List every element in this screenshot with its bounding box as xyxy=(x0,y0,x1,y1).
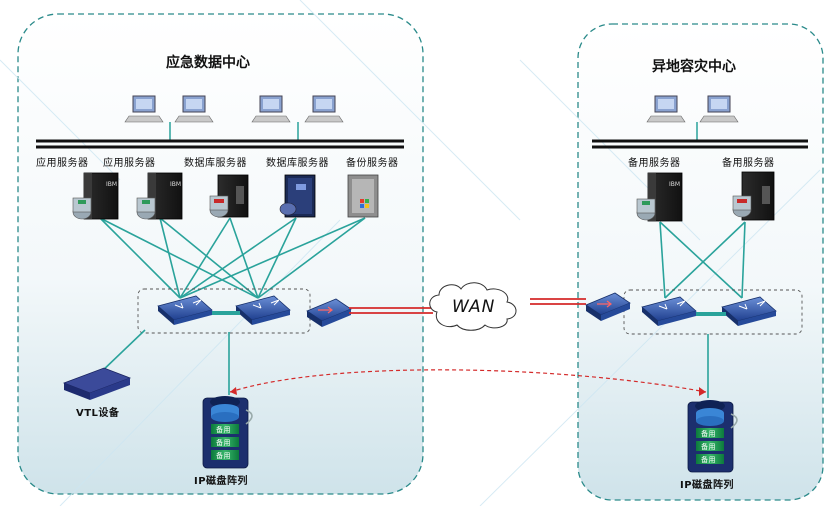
switch-icon xyxy=(235,295,291,325)
windows-server-icon xyxy=(347,174,379,218)
workstation-icon xyxy=(251,95,291,123)
router-icon xyxy=(585,292,631,321)
disk-label: 备用 xyxy=(216,439,231,447)
svg-text:IBM: IBM xyxy=(669,181,680,188)
workstation-icon xyxy=(124,95,164,123)
disk-label: 备用 xyxy=(701,456,716,464)
switch-icon xyxy=(721,296,777,326)
primary-core-switch-group xyxy=(137,288,311,334)
wan-label: WAN xyxy=(452,297,496,317)
server-label: 数据库服务器 xyxy=(184,158,247,169)
svg-text:IBM: IBM xyxy=(170,181,181,188)
server-label: 应用服务器 xyxy=(36,158,89,169)
replication-arrow-right xyxy=(699,387,706,396)
dr-lan-bus xyxy=(592,139,808,149)
ibm-server-icon: IBM xyxy=(636,172,683,222)
server-label: 数据库服务器 xyxy=(266,158,329,169)
disk-label: 备用 xyxy=(216,426,231,434)
oracle-server-icon xyxy=(732,171,775,221)
oracle-server-icon xyxy=(209,174,249,218)
disk-label: 备用 xyxy=(701,443,716,451)
workstation-group-1 xyxy=(124,95,344,123)
wan-links xyxy=(349,298,586,314)
sun-server-icon xyxy=(279,174,316,218)
vtl-device-icon xyxy=(62,367,132,400)
workstation-links xyxy=(169,122,299,141)
workstation-icon xyxy=(646,95,686,123)
switch-icon xyxy=(641,296,697,326)
svg-text:IBM: IBM xyxy=(106,181,117,188)
dr-site-container xyxy=(577,23,824,501)
wan-cloud-icon xyxy=(429,282,517,331)
vtl-label: VTL设备 xyxy=(76,408,120,419)
storage-array-icon xyxy=(687,400,738,473)
router-icon xyxy=(306,298,352,327)
dr-storage-label: IP磁盘阵列 xyxy=(680,480,735,491)
workstation-icon xyxy=(699,95,739,123)
primary-site-title: 应急数据中心 xyxy=(166,55,250,71)
ibm-server-icon: IBM xyxy=(136,172,183,220)
server-label: 备份服务器 xyxy=(346,158,399,169)
dr-server-switch-links xyxy=(659,221,746,299)
disk-label: 备用 xyxy=(701,430,716,438)
replication-arrow-left xyxy=(230,387,237,395)
ibm-server-icon: IBM xyxy=(72,172,119,220)
primary-access-links xyxy=(97,329,230,395)
primary-storage-label: IP磁盘阵列 xyxy=(194,476,249,487)
workstation-icon xyxy=(174,95,214,123)
replication-link xyxy=(229,369,707,393)
server-switch-links xyxy=(99,217,366,299)
disk-label: 备用 xyxy=(216,452,231,460)
storage-array-icon xyxy=(202,396,253,469)
workstation-icon xyxy=(304,95,344,123)
dr-workstation-group xyxy=(646,95,739,123)
switch-icon xyxy=(157,295,213,325)
dr-server-label: 备用服务器 xyxy=(722,158,775,169)
primary-lan-bus xyxy=(36,139,404,149)
dr-server-label: 备用服务器 xyxy=(628,158,681,169)
dr-site-title: 异地容灾中心 xyxy=(652,59,736,75)
server-label: 应用服务器 xyxy=(103,158,156,169)
